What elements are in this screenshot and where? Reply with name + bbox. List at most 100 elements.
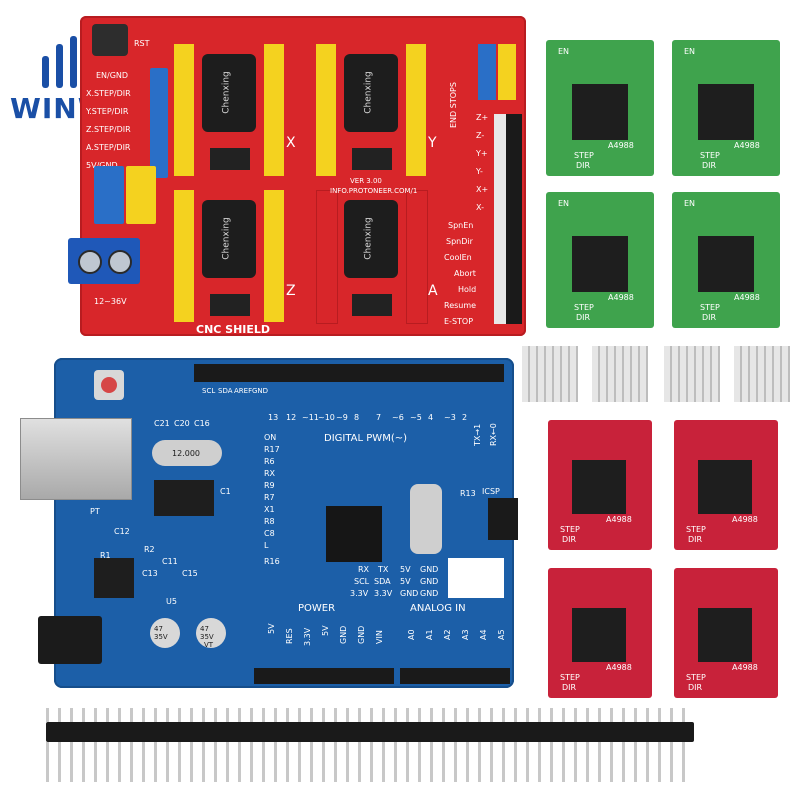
right-label: SpnEn xyxy=(448,221,474,230)
io-label: SDA xyxy=(374,577,391,586)
power-pin: GND xyxy=(357,625,366,644)
tx-label: TX→1 xyxy=(473,423,482,446)
comp-label: C16 xyxy=(194,419,210,428)
comp-label: RX xyxy=(264,469,276,478)
driver-step: STEP xyxy=(700,151,720,160)
driver-dir: DIR xyxy=(562,535,577,544)
cap-label: 35V xyxy=(200,633,214,641)
cap-label: 47 xyxy=(200,625,209,633)
cap-brand: Chenxing xyxy=(363,217,374,260)
axis-label-y: Y xyxy=(428,135,437,151)
comp-label: PT xyxy=(90,507,100,516)
dc-power-jack[interactable] xyxy=(38,616,102,664)
io-label: 5V xyxy=(400,565,411,574)
version-label: VER 3.00 xyxy=(350,177,382,185)
driver-en: EN xyxy=(558,47,570,56)
pin-header-pins xyxy=(46,708,694,722)
arduino-uno-board: DIGITAL PWM(~) TX→1 RX←0 SCL SDA AREF GN… xyxy=(20,358,518,688)
end-stops-label: END STOPS xyxy=(449,82,458,128)
comp-label: C15 xyxy=(182,569,198,578)
cnc-shield-board: RST EN/GND X.STEP/DIR Y.STEP/DIR Z.STEP/… xyxy=(68,16,526,336)
analog-pin: A2 xyxy=(443,629,452,640)
comp-label: C8 xyxy=(264,529,275,538)
voltage-regulator xyxy=(94,558,134,598)
crystal-label: 12.000 xyxy=(172,449,200,458)
comp-label: R8 xyxy=(264,517,275,526)
right-label: E-STOP xyxy=(444,317,474,326)
jumper-header xyxy=(150,68,168,178)
driver-step: STEP xyxy=(560,525,580,534)
right-label: Z- xyxy=(476,131,485,140)
power-terminal[interactable] xyxy=(68,238,140,284)
driver-step: STEP xyxy=(686,673,706,682)
red-driver-4: A4988 STEP DIR xyxy=(674,568,778,698)
driver-chip: A4988 xyxy=(734,141,760,150)
power-pin: GND xyxy=(339,625,348,644)
driver-dir: DIR xyxy=(702,161,717,170)
right-label: X- xyxy=(476,203,484,212)
power-pin: RES xyxy=(285,628,294,644)
power-pin: 3.3V xyxy=(303,627,312,646)
driver-chip: A4988 xyxy=(732,515,758,524)
cap-brand: Chenxing xyxy=(221,217,232,260)
pin-label: SCL xyxy=(202,387,216,395)
driver-en: EN xyxy=(684,47,696,56)
green-driver-3: EN A4988 STEP DIR xyxy=(546,192,654,328)
comp-label: C13 xyxy=(142,569,158,578)
capacitor: Chenxing xyxy=(202,54,256,132)
cap-brand: Chenxing xyxy=(363,71,374,114)
cap-label: VT xyxy=(204,641,214,649)
driver-en: EN xyxy=(558,199,570,208)
usb-port[interactable] xyxy=(20,418,132,500)
rst-label: RST xyxy=(134,39,150,48)
pin-label: ~3 xyxy=(444,413,456,422)
io-label: GND xyxy=(400,589,419,598)
right-label: X+ xyxy=(476,185,489,194)
cap-label: 35V xyxy=(154,633,168,641)
power-header xyxy=(254,668,394,684)
digital-header xyxy=(194,364,504,382)
cnc-left-label: 5V/GND xyxy=(86,162,118,170)
power-label: 12~36V xyxy=(94,297,127,306)
heatsink xyxy=(592,346,648,402)
axis-label-x: X xyxy=(286,135,296,151)
pin-label: AREF xyxy=(234,387,253,395)
pin-label: ~11 xyxy=(302,413,319,422)
analog-pin: A5 xyxy=(497,629,506,640)
driver-chip: A4988 xyxy=(732,663,758,672)
right-label: Abort xyxy=(454,269,476,278)
pin-label: ~6 xyxy=(392,413,404,422)
microcontroller xyxy=(326,506,382,562)
driver-chip: A4988 xyxy=(606,515,632,524)
rx-label: RX←0 xyxy=(489,423,498,446)
jumper-header xyxy=(94,166,124,224)
power-section-label: POWER xyxy=(298,603,336,614)
driver-socket-y: Chenxing xyxy=(316,44,426,176)
cnc-left-label: X.STEP/DIR xyxy=(86,89,131,98)
driver-en: EN xyxy=(684,199,696,208)
io-label: 5V xyxy=(400,577,411,586)
comp-label: C1 xyxy=(220,487,231,496)
cnc-left-label: A.STEP/DIR xyxy=(86,143,131,152)
io-label: TX xyxy=(378,565,389,574)
io-label: GND xyxy=(420,589,439,598)
right-label: Y- xyxy=(476,167,483,176)
ic-chip xyxy=(154,480,214,516)
analog-pin: A1 xyxy=(425,629,434,640)
analog-section-label: ANALOG IN xyxy=(410,603,466,614)
analog-pin: A3 xyxy=(461,629,470,640)
reset-button[interactable] xyxy=(94,370,124,400)
pin-header xyxy=(498,44,516,100)
comp-label: R2 xyxy=(144,545,155,554)
driver-step: STEP xyxy=(574,303,594,312)
green-driver-4: EN A4988 STEP DIR xyxy=(672,192,780,328)
driver-socket-x: Chenxing xyxy=(174,44,284,176)
reset-button[interactable] xyxy=(92,24,128,56)
jumper-header xyxy=(126,166,156,224)
driver-step: STEP xyxy=(686,525,706,534)
digital-label: DIGITAL PWM(~) xyxy=(324,433,407,444)
crystal-oscillator xyxy=(410,484,442,554)
capacitor xyxy=(196,618,226,648)
driver-step: STEP xyxy=(700,303,720,312)
analog-header xyxy=(400,668,510,684)
